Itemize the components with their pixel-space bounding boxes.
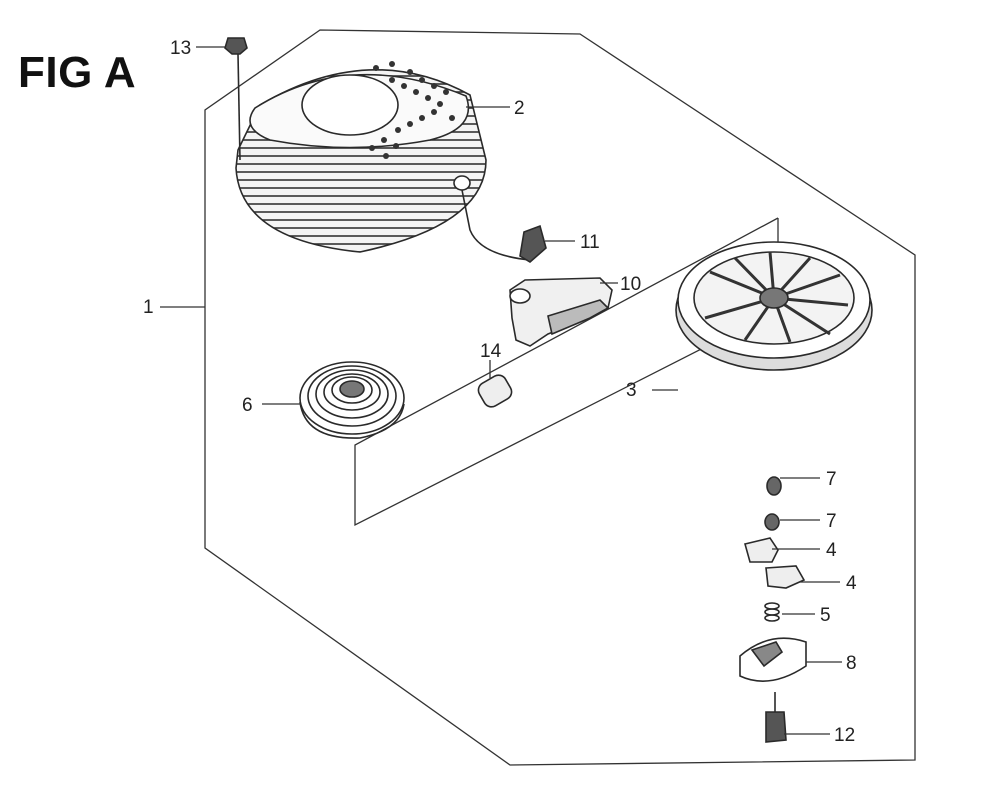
callout-8: 8 <box>846 653 857 674</box>
callout-6: 6 <box>242 395 253 416</box>
rope-guide <box>477 374 513 408</box>
callout-4b: 4 <box>846 573 857 594</box>
starter-rope-end <box>519 224 547 263</box>
callout-7a: 7 <box>826 469 837 490</box>
ratchet-stack <box>739 476 807 743</box>
starter-grip <box>509 277 613 347</box>
callout-10: 10 <box>620 274 641 295</box>
callout-4a: 4 <box>826 540 837 561</box>
cover-vent-holes <box>369 61 455 159</box>
callout-labels: 1 2 3 4 4 5 6 7 7 8 10 11 12 13 14 <box>143 38 857 746</box>
callout-7b: 7 <box>826 511 837 532</box>
callout-2: 2 <box>514 98 525 119</box>
leader-lines <box>160 46 842 735</box>
starter-cover <box>235 61 531 261</box>
ratchet-spring <box>764 602 780 622</box>
subassembly-outline-diagonal <box>354 217 779 527</box>
starter-reel <box>675 241 873 371</box>
callout-1: 1 <box>143 297 154 318</box>
callout-14: 14 <box>480 341 502 362</box>
figure-title: FIG A <box>18 48 137 97</box>
recoil-spring <box>299 361 405 439</box>
assembly-outline <box>204 29 916 766</box>
callout-13: 13 <box>170 38 191 59</box>
callout-12: 12 <box>834 725 855 746</box>
callout-5: 5 <box>820 605 831 626</box>
callout-3: 3 <box>626 380 637 401</box>
flange-bolt <box>224 37 248 161</box>
callout-11: 11 <box>580 232 600 253</box>
